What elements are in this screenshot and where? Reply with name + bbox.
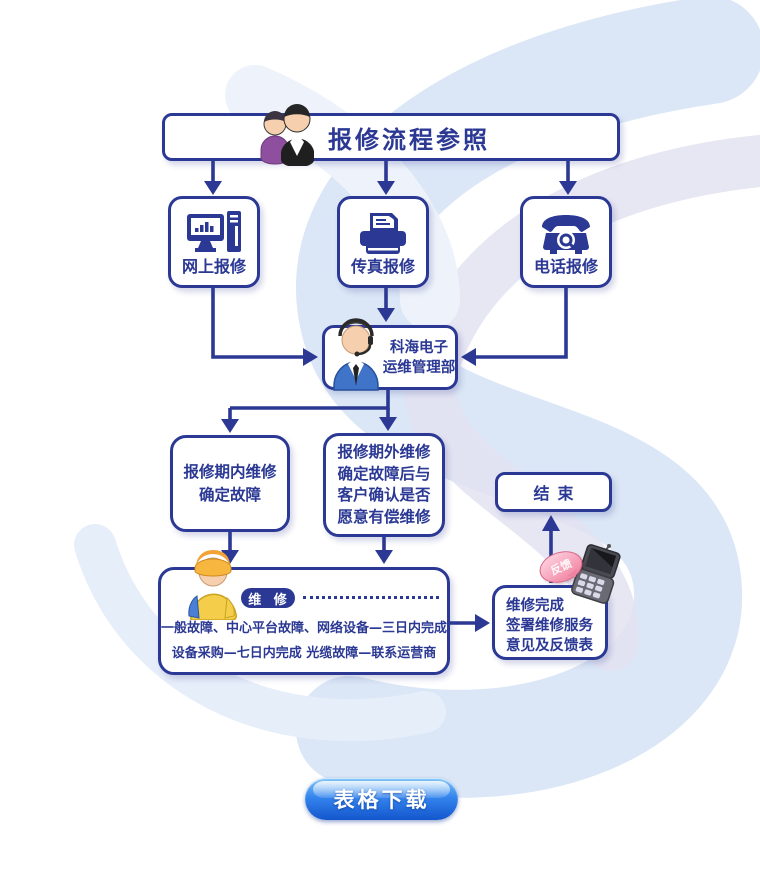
repair-dotted-line	[303, 596, 439, 599]
channel-online-label: 网上报修	[181, 257, 246, 276]
decision-within-box: 报修期内维修 确定故障	[170, 435, 290, 532]
decision-outside-label: 报修期外维修 确定故障后与 客户确认是否 愿意有偿维修	[337, 443, 431, 526]
connector-phone-to-dispatch	[461, 288, 568, 366]
repair-detail-text: 一般故障、中心平台故障、网络设备—三日内完成 设备采购—七日内完成 光缆故障—联…	[161, 621, 448, 661]
channel-phone-label: 电话报修	[533, 257, 598, 276]
repair-badge: 维 修	[241, 588, 295, 608]
headset-agent-icon	[333, 318, 379, 391]
channel-phone-box: 电话报修	[520, 196, 612, 288]
dispatch-label: 科海电子 运维管理部	[382, 340, 456, 376]
decision-within-label: 报修期内维修 确定故障	[183, 462, 277, 504]
dispatch-box: 科海电子 运维管理部	[322, 318, 458, 391]
repair-box: 维 修 一般故障、中心平台故障、网络设备—三日内完成 设备采购—七日内完成 光缆…	[158, 550, 450, 675]
channel-fax-box: 传真报修	[337, 196, 429, 288]
title-box: 报修流程参照	[162, 104, 620, 166]
form-download-label: 表格下载	[333, 789, 430, 812]
decision-outside-box: 报修期外维修 确定故障后与 客户确认是否 愿意有偿维修	[323, 433, 445, 537]
computer-icon	[187, 211, 241, 252]
telephone-icon	[542, 215, 590, 254]
connector-dispatch-split	[221, 390, 397, 433]
feedback-box: 反馈 维修完成 签署维修服务 意见及反馈表	[492, 544, 621, 660]
connector-online-to-dispatch	[211, 288, 318, 366]
connector-repair-to-feedback	[450, 614, 490, 632]
watermark-light-arc-bottom	[74, 524, 446, 742]
form-download-button[interactable]: 表格下载	[305, 778, 458, 820]
channel-fax-label: 传真报修	[350, 257, 415, 276]
channel-online-box: 网上报修	[168, 196, 260, 288]
connector-title-to-phone	[559, 161, 577, 195]
connector-title-to-fax	[377, 161, 395, 195]
connector-within-to-repair	[221, 532, 239, 564]
feedback-phone-icon: 反馈	[535, 544, 623, 606]
feedback-label: 维修完成 签署维修服务 意见及反馈表	[506, 598, 593, 654]
worker-icon	[188, 550, 237, 620]
connector-title-to-online	[204, 161, 222, 195]
people-icon	[260, 104, 314, 166]
end-box: 结束	[495, 472, 612, 512]
page-title: 报修流程参照	[328, 125, 490, 154]
connector-fax-to-dispatch	[377, 288, 395, 322]
fax-icon	[360, 213, 406, 254]
connector-outside-to-repair	[375, 537, 393, 564]
end-label: 结束	[533, 484, 582, 503]
